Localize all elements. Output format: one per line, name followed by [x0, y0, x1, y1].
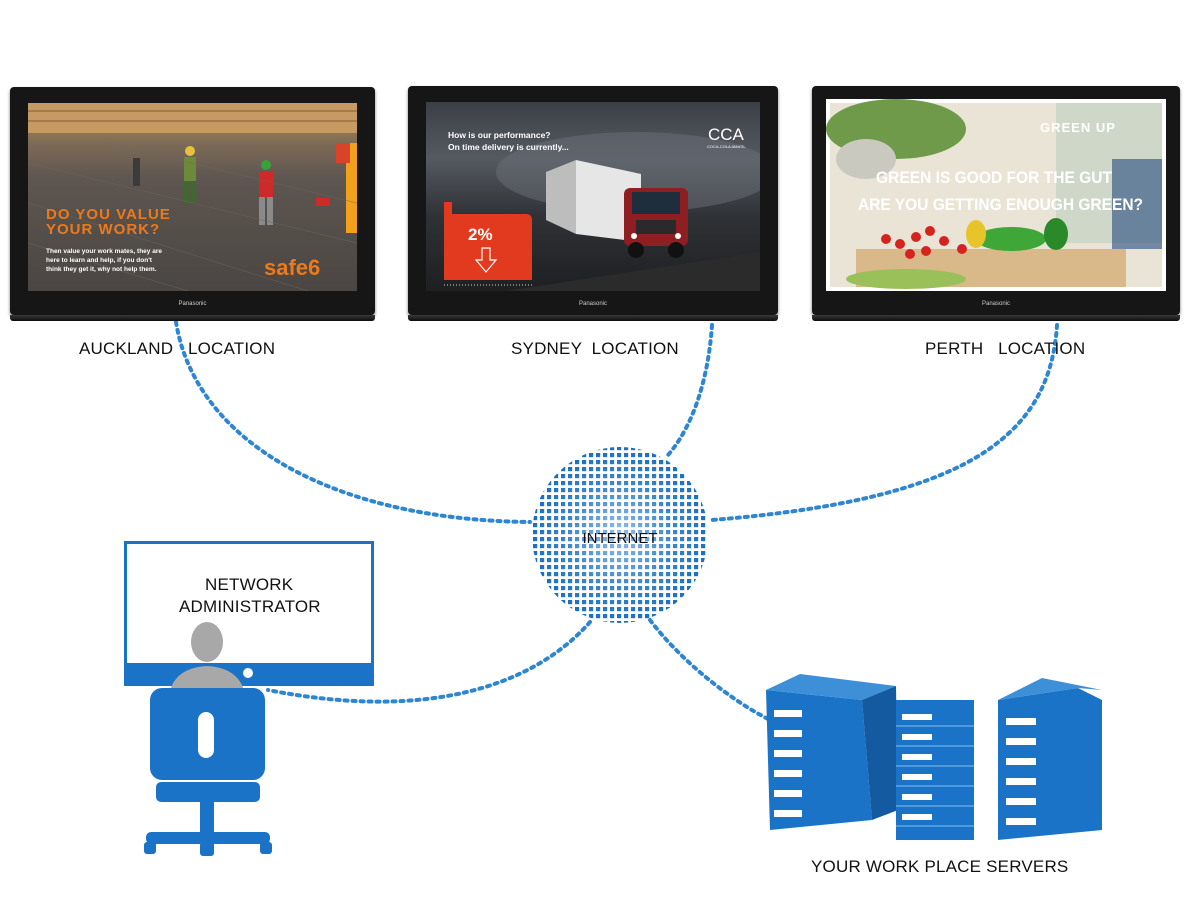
line-perth [710, 323, 1059, 522]
auckland-body-3: think they get it, why not help them. [46, 266, 157, 273]
admin-label-line1: NETWORK [205, 575, 294, 594]
tv-brand: Panasonic [578, 301, 608, 307]
internet-globe-icon: INTERNET [532, 447, 708, 623]
auckland-display: DO YOU VALUE YOUR WORK? Then value your … [10, 87, 375, 321]
sydney-question-2: On time delivery is currently... [448, 142, 569, 152]
auckland-body-1: Then value your work mates, they are [46, 248, 162, 255]
perth-location-label: PERTH LOCATION [925, 339, 1086, 358]
perth-line-1: GREEN IS GOOD FOR THE GUT [876, 168, 1113, 187]
sydney-screen: How is our performance? On time delivery… [426, 102, 760, 291]
sydney-stat: 2% [468, 225, 493, 244]
sydney-logo: CCA [708, 125, 745, 144]
tv-stand [10, 315, 375, 321]
admin-label-line2: ADMINISTRATOR [179, 597, 321, 616]
tv-brand: Panasonic [981, 301, 1011, 307]
admin-person-chair-icon [144, 622, 272, 856]
auckland-logo: safe6 [264, 255, 320, 280]
line-auckland [174, 320, 532, 524]
auckland-headline-1: DO YOU VALUE [46, 206, 171, 223]
admin-monitor [124, 541, 374, 686]
sydney-question-1: How is our performance? [448, 130, 551, 140]
auckland-screen: DO YOU VALUE YOUR WORK? Then value your … [28, 103, 357, 291]
line-admin [266, 620, 592, 704]
servers-label: YOUR WORK PLACE SERVERS [811, 857, 1069, 876]
sydney-display: How is our performance? On time delivery… [408, 86, 778, 321]
line-servers [648, 618, 772, 722]
sydney-logo-sub: COCA-COLA AMATIL [707, 144, 746, 149]
tomatoes [881, 226, 967, 259]
tv-stand [812, 315, 1180, 321]
perth-display: GREEN UP GREEN IS GOOD FOR THE GUT ARE Y… [812, 86, 1180, 321]
tv-brand: Panasonic [178, 301, 207, 307]
perth-screen: GREEN UP GREEN IS GOOD FOR THE GUT ARE Y… [826, 99, 1166, 291]
perth-tag: GREEN UP [1040, 120, 1116, 135]
monitor-logo-icon [243, 668, 253, 678]
auckland-location-label: AUCKLAND LOCATION [79, 339, 276, 358]
internet-label: INTERNET [583, 530, 658, 547]
servers-icon [766, 674, 1102, 840]
auckland-headline-2: YOUR WORK? [46, 221, 160, 238]
perth-line-2: ARE YOU GETTING ENOUGH GREEN? [858, 195, 1143, 214]
line-sydney [666, 323, 714, 457]
down-arrow-icon [474, 247, 498, 273]
tv-stand [408, 315, 778, 321]
sydney-location-label: SYDNEY LOCATION [511, 339, 679, 358]
auckland-body-2: here to learn and help, if you don't [46, 257, 153, 264]
